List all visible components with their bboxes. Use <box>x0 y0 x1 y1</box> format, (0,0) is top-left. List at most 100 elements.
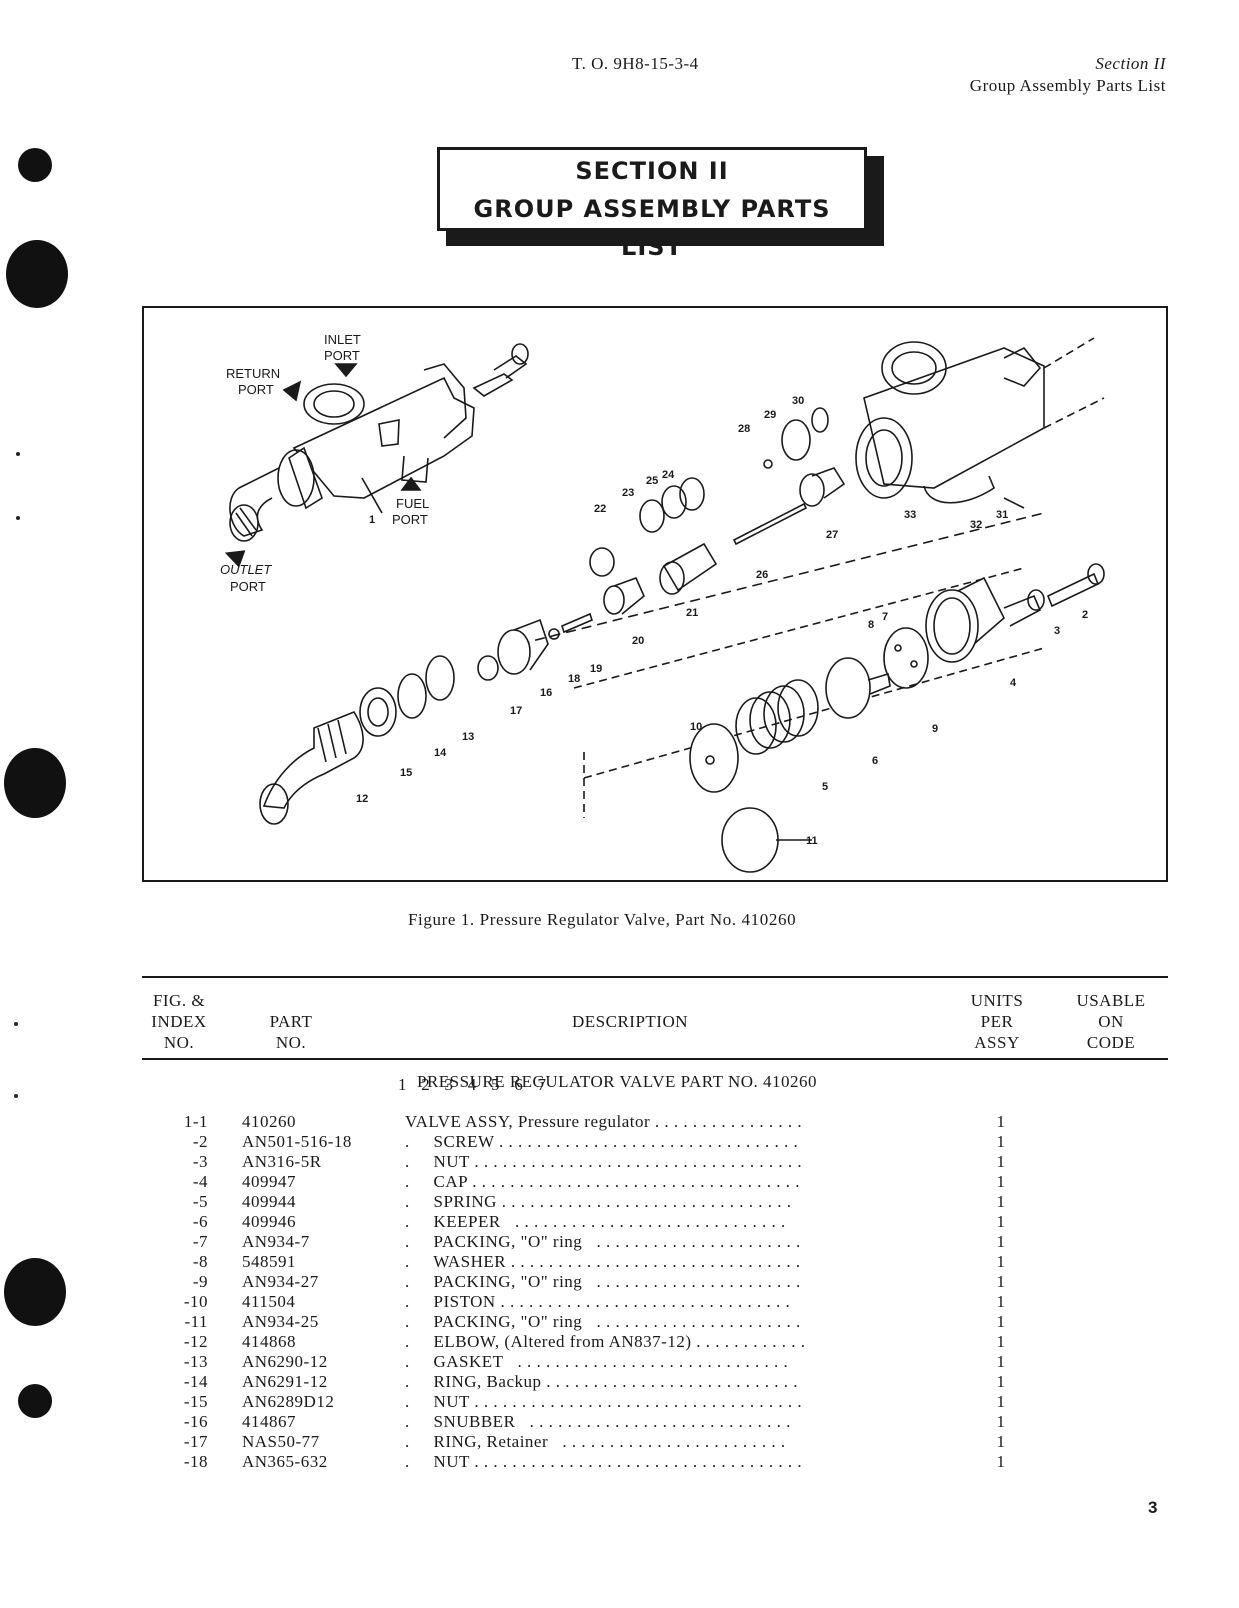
units-cell: 1 <box>996 1372 1006 1391</box>
exploded-view-illustration: INLET PORT RETURN PORT FUEL PORT OUTLET … <box>220 332 1105 873</box>
index-number: 16 <box>540 687 552 699</box>
index-cell: -7 <box>192 1232 208 1251</box>
index-cell: -14 <box>183 1372 208 1391</box>
col-header-fig-index: FIG. & INDEX NO. <box>144 990 214 1053</box>
outlet-port-label-2: PORT <box>230 579 266 594</box>
index-number: 30 <box>792 395 804 407</box>
units-cell: 1 <box>996 1412 1006 1431</box>
index-number: 2 <box>1082 609 1088 621</box>
header-line: USABLE <box>1076 991 1146 1010</box>
index-number: 17 <box>510 705 522 717</box>
description-cell: . GASKET . . . . . . . . . . . . . . . .… <box>405 1352 789 1371</box>
index-number: 23 <box>622 487 634 499</box>
header-line: ON <box>1098 1012 1124 1031</box>
units-cell: 1 <box>996 1112 1006 1131</box>
table-row: -5 409944 . SPRING . . . . . . . . . . .… <box>142 1192 1168 1212</box>
index-number: 21 <box>686 607 698 619</box>
index-cell: -12 <box>183 1332 208 1351</box>
part-number-cell: AN316-5R <box>242 1152 322 1171</box>
index-number: 24 <box>662 469 675 481</box>
binder-hole <box>18 148 52 182</box>
speck <box>16 452 20 456</box>
index-number: 6 <box>872 755 878 767</box>
speck <box>14 1094 18 1098</box>
index-cell: -13 <box>183 1352 208 1371</box>
description-cell: VALVE ASSY, Pressure regulator . . . . .… <box>405 1112 803 1131</box>
table-row: -18 AN365-632 . NUT . . . . . . . . . . … <box>142 1452 1168 1472</box>
index-number: 27 <box>826 529 838 541</box>
part-number-cell: 409947 <box>242 1172 296 1191</box>
description-cell: . KEEPER . . . . . . . . . . . . . . . .… <box>405 1212 786 1231</box>
description-cell: . SNUBBER . . . . . . . . . . . . . . . … <box>405 1412 791 1431</box>
description-cell: . PISTON . . . . . . . . . . . . . . . .… <box>405 1292 791 1311</box>
part-number-cell: AN934-27 <box>242 1272 319 1291</box>
units-cell: 1 <box>996 1452 1006 1471</box>
part-number-cell: AN6290-12 <box>242 1352 328 1371</box>
header-section-title: Group Assembly Parts List <box>969 76 1166 95</box>
units-cell: 1 <box>996 1272 1006 1291</box>
col-header-usable-on: USABLE ON CODE <box>1068 990 1154 1053</box>
col-header-units: UNITS PER ASSY <box>962 990 1032 1053</box>
part-number-cell: AN6291-12 <box>242 1372 328 1391</box>
table-row: -9 AN934-27 . PACKING, "O" ring . . . . … <box>142 1272 1168 1292</box>
units-cell: 1 <box>996 1212 1006 1231</box>
index-cell: 1-1 <box>183 1112 208 1131</box>
units-cell: 1 <box>996 1192 1006 1211</box>
index-cell: -9 <box>192 1272 208 1291</box>
index-number: 13 <box>462 731 474 743</box>
index-number: 28 <box>738 423 750 435</box>
binder-hole <box>18 1384 52 1418</box>
part-number-cell: AN934-25 <box>242 1312 319 1331</box>
fuel-port-label-1: FUEL <box>396 496 429 511</box>
index-number: 26 <box>756 569 768 581</box>
description-cell: . PACKING, "O" ring . . . . . . . . . . … <box>405 1312 801 1331</box>
header-section: Section II <box>1095 54 1166 73</box>
group-title: PRESSURE REGULATOR VALVE PART NO. 410260 <box>417 1072 817 1091</box>
table-header-rule <box>142 1058 1168 1060</box>
description-cell: . CAP . . . . . . . . . . . . . . . . . … <box>405 1172 800 1191</box>
table-row: -6 409946 . KEEPER . . . . . . . . . . .… <box>142 1212 1168 1232</box>
index-cell: -17 <box>183 1432 208 1451</box>
index-number: 9 <box>932 723 938 735</box>
part-number-cell: AN934-7 <box>242 1232 310 1251</box>
index-cell: -8 <box>192 1252 208 1271</box>
units-cell: 1 <box>996 1432 1006 1451</box>
index-cell: -3 <box>192 1152 208 1171</box>
index-number: 25 <box>646 475 658 487</box>
index-number: 12 <box>356 793 368 805</box>
index-cell: -5 <box>192 1192 208 1211</box>
index-number: 3 <box>1054 625 1060 637</box>
header-line: PER <box>980 1012 1014 1031</box>
table-row: -13 AN6290-12 . GASKET . . . . . . . . .… <box>142 1352 1168 1372</box>
description-cell: . NUT . . . . . . . . . . . . . . . . . … <box>405 1452 803 1471</box>
part-number-cell: AN365-632 <box>242 1452 328 1471</box>
index-number: 10 <box>690 721 702 733</box>
part-number-cell: 414868 <box>242 1332 296 1351</box>
figure-caption: Figure 1. Pressure Regulator Valve, Part… <box>408 910 797 929</box>
part-number-cell: AN501-516-18 <box>242 1132 352 1151</box>
description-cell: . RING, Retainer . . . . . . . . . . . .… <box>405 1432 786 1451</box>
return-port-label-2: PORT <box>238 382 274 397</box>
index-number: 7 <box>882 611 888 623</box>
description-cell: . NUT . . . . . . . . . . . . . . . . . … <box>405 1392 803 1411</box>
index-cell: -18 <box>183 1452 208 1471</box>
header-line: PART <box>269 1012 313 1031</box>
binder-hole <box>6 240 68 308</box>
units-cell: 1 <box>996 1132 1006 1151</box>
units-cell: 1 <box>996 1352 1006 1371</box>
index-number: 31 <box>996 509 1008 521</box>
header-line: ASSY <box>974 1033 1020 1052</box>
table-row: -15 AN6289D12 . NUT . . . . . . . . . . … <box>142 1392 1168 1412</box>
col-header-indent-levels: 1 2 3 4 5 6 7 <box>398 1032 668 1116</box>
part-number-cell: AN6289D12 <box>242 1392 335 1411</box>
page-number: 3 <box>1148 1498 1158 1517</box>
description-cell: . PACKING, "O" ring . . . . . . . . . . … <box>405 1272 801 1291</box>
units-cell: 1 <box>996 1252 1006 1271</box>
description-cell: . SPRING . . . . . . . . . . . . . . . .… <box>405 1192 792 1211</box>
index-number: 22 <box>594 503 606 515</box>
index-cell: -15 <box>183 1392 208 1411</box>
table-top-rule <box>142 976 1168 978</box>
doc-number: T. O. 9H8-15-3-4 <box>572 54 699 73</box>
index-cell: -11 <box>184 1312 208 1331</box>
units-cell: 1 <box>996 1312 1006 1331</box>
